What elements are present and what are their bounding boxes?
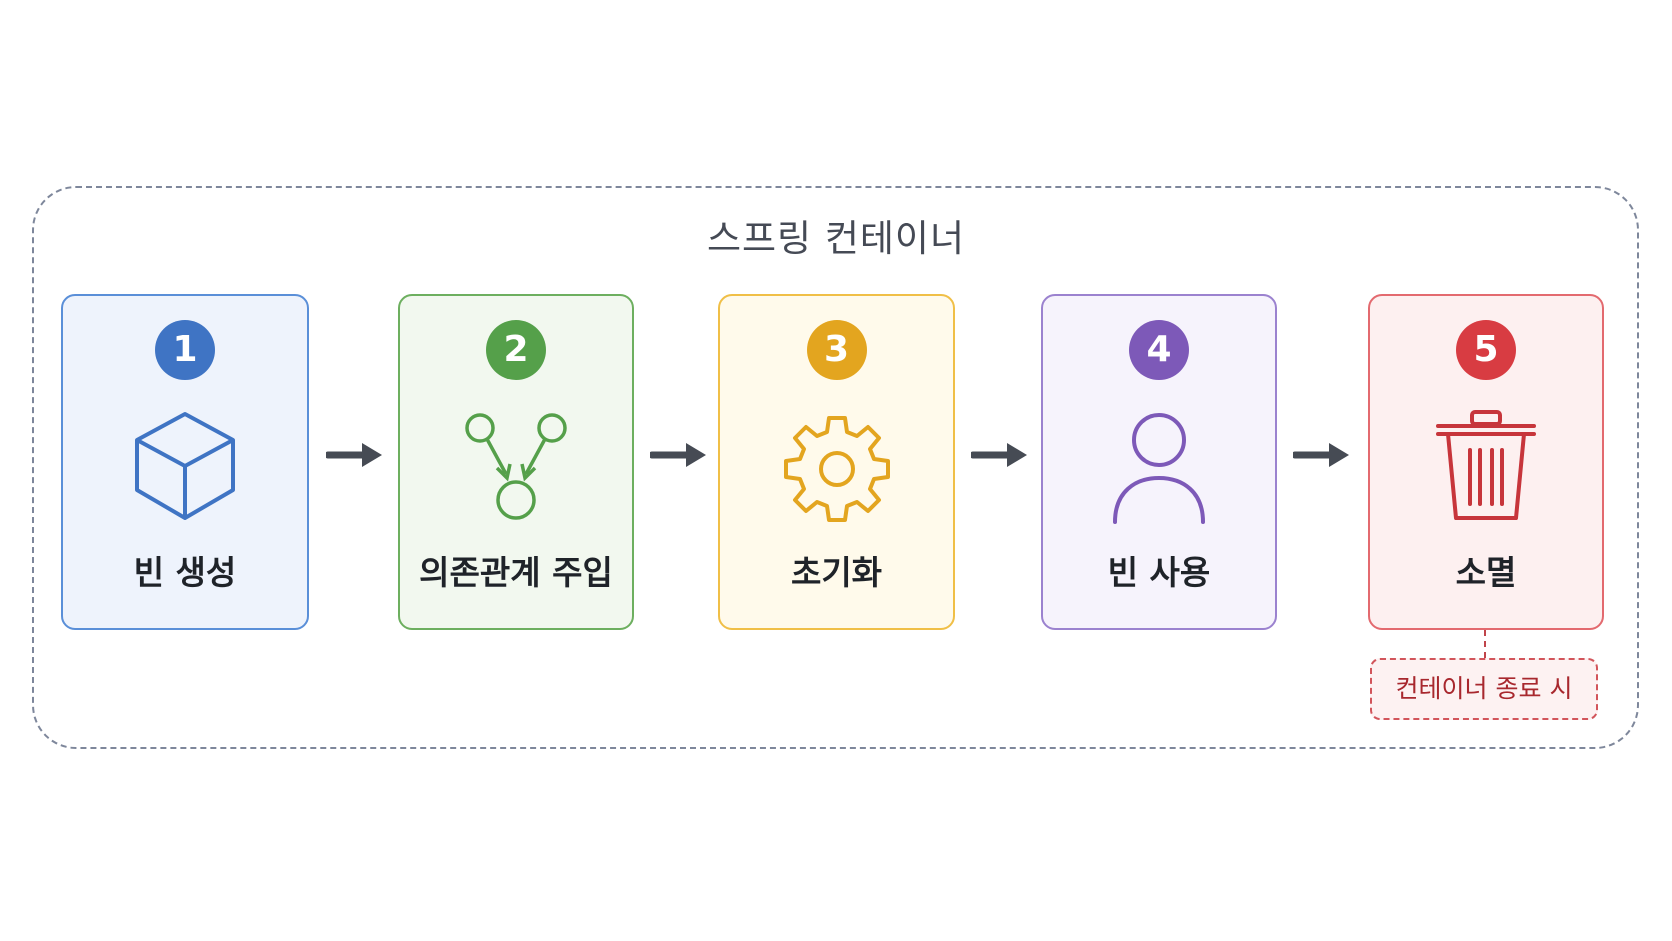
- step-number-badge: 2: [486, 320, 546, 380]
- arrow-right-icon: [971, 443, 1027, 467]
- step-bean-creation: 1 빈 생성: [61, 294, 309, 630]
- arrow-right-icon: [650, 443, 706, 467]
- step-label: 의존관계 주입: [419, 553, 613, 592]
- step-initialization: 3 초기화: [718, 294, 955, 630]
- gear-icon: [783, 416, 890, 522]
- end-note-connector: [1484, 630, 1486, 658]
- user-icon: [1113, 413, 1205, 524]
- spring-container-frame: [32, 186, 1639, 749]
- step-number-badge: 1: [155, 320, 215, 380]
- step-label: 빈 사용: [1107, 553, 1211, 592]
- step-dependency-injection: 2 의존관계 주입: [398, 294, 634, 630]
- arrow-right-icon: [1293, 443, 1349, 467]
- step-label: 빈 생성: [133, 553, 237, 592]
- trash-icon: [1436, 410, 1536, 520]
- container-shutdown-note: 컨테이너 종료 시: [1370, 658, 1598, 720]
- dependency-injection-icon: [465, 413, 567, 520]
- container-title: 스프링 컨테이너: [706, 217, 966, 260]
- step-bean-usage: 4 빈 사용: [1041, 294, 1277, 630]
- step-number-badge: 5: [1456, 320, 1516, 380]
- step-number-badge: 4: [1129, 320, 1189, 380]
- step-label: 소멸: [1455, 553, 1517, 592]
- cube-icon: [135, 412, 235, 520]
- step-destruction: 5 소멸: [1368, 294, 1604, 630]
- step-label: 초기화: [790, 553, 883, 592]
- arrow-right-icon: [326, 443, 382, 467]
- step-number-badge: 3: [806, 320, 867, 380]
